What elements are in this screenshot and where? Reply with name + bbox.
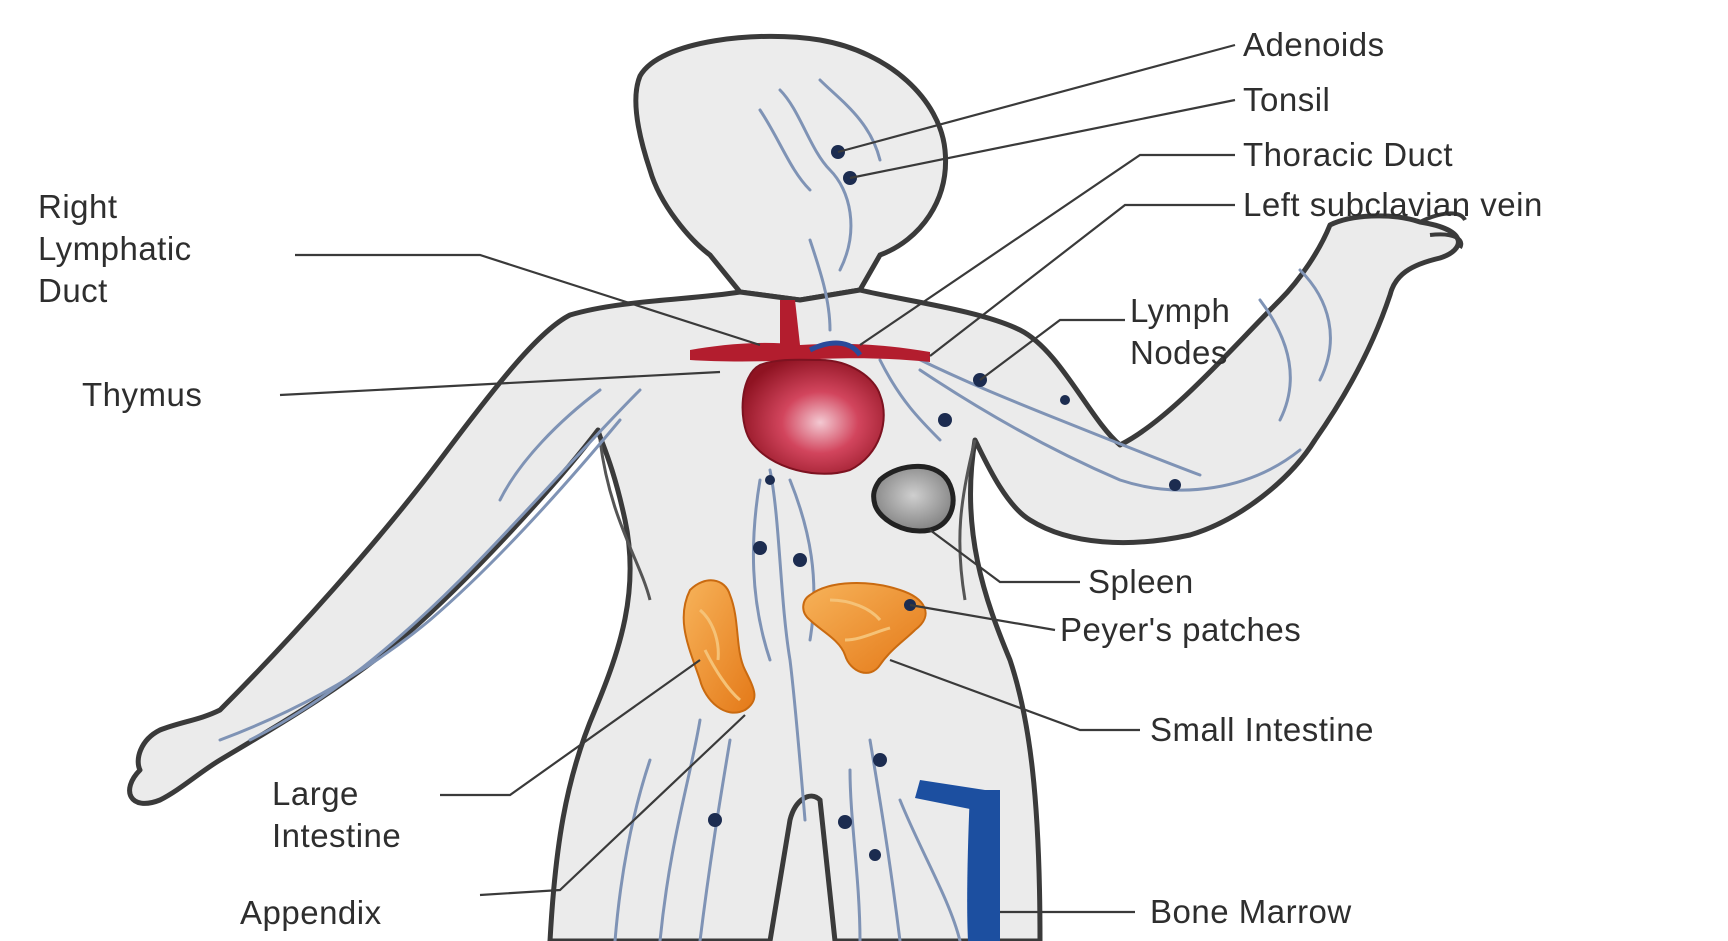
label-bone-marrow: Bone Marrow <box>1150 891 1352 933</box>
label-lymph-nodes: Lymph Nodes <box>1130 290 1230 374</box>
label-adenoids: Adenoids <box>1243 24 1385 66</box>
label-large-intestine: Large Intestine <box>272 773 401 857</box>
bone-marrow-bar <box>967 790 1000 941</box>
label-thymus: Thymus <box>82 374 202 416</box>
label-thoracic-duct: Thoracic Duct <box>1243 134 1453 176</box>
label-tonsil: Tonsil <box>1243 79 1330 121</box>
label-small-intestine: Small Intestine <box>1150 709 1374 751</box>
label-appendix: Appendix <box>240 892 382 934</box>
label-left-subclavian-vein: Left subclavian vein <box>1243 184 1543 226</box>
label-right-lymphatic-duct: Right Lymphatic Duct <box>38 186 192 312</box>
label-spleen: Spleen <box>1088 561 1194 603</box>
label-peyers-patches: Peyer's patches <box>1060 609 1301 651</box>
spleen-organ <box>874 466 953 531</box>
